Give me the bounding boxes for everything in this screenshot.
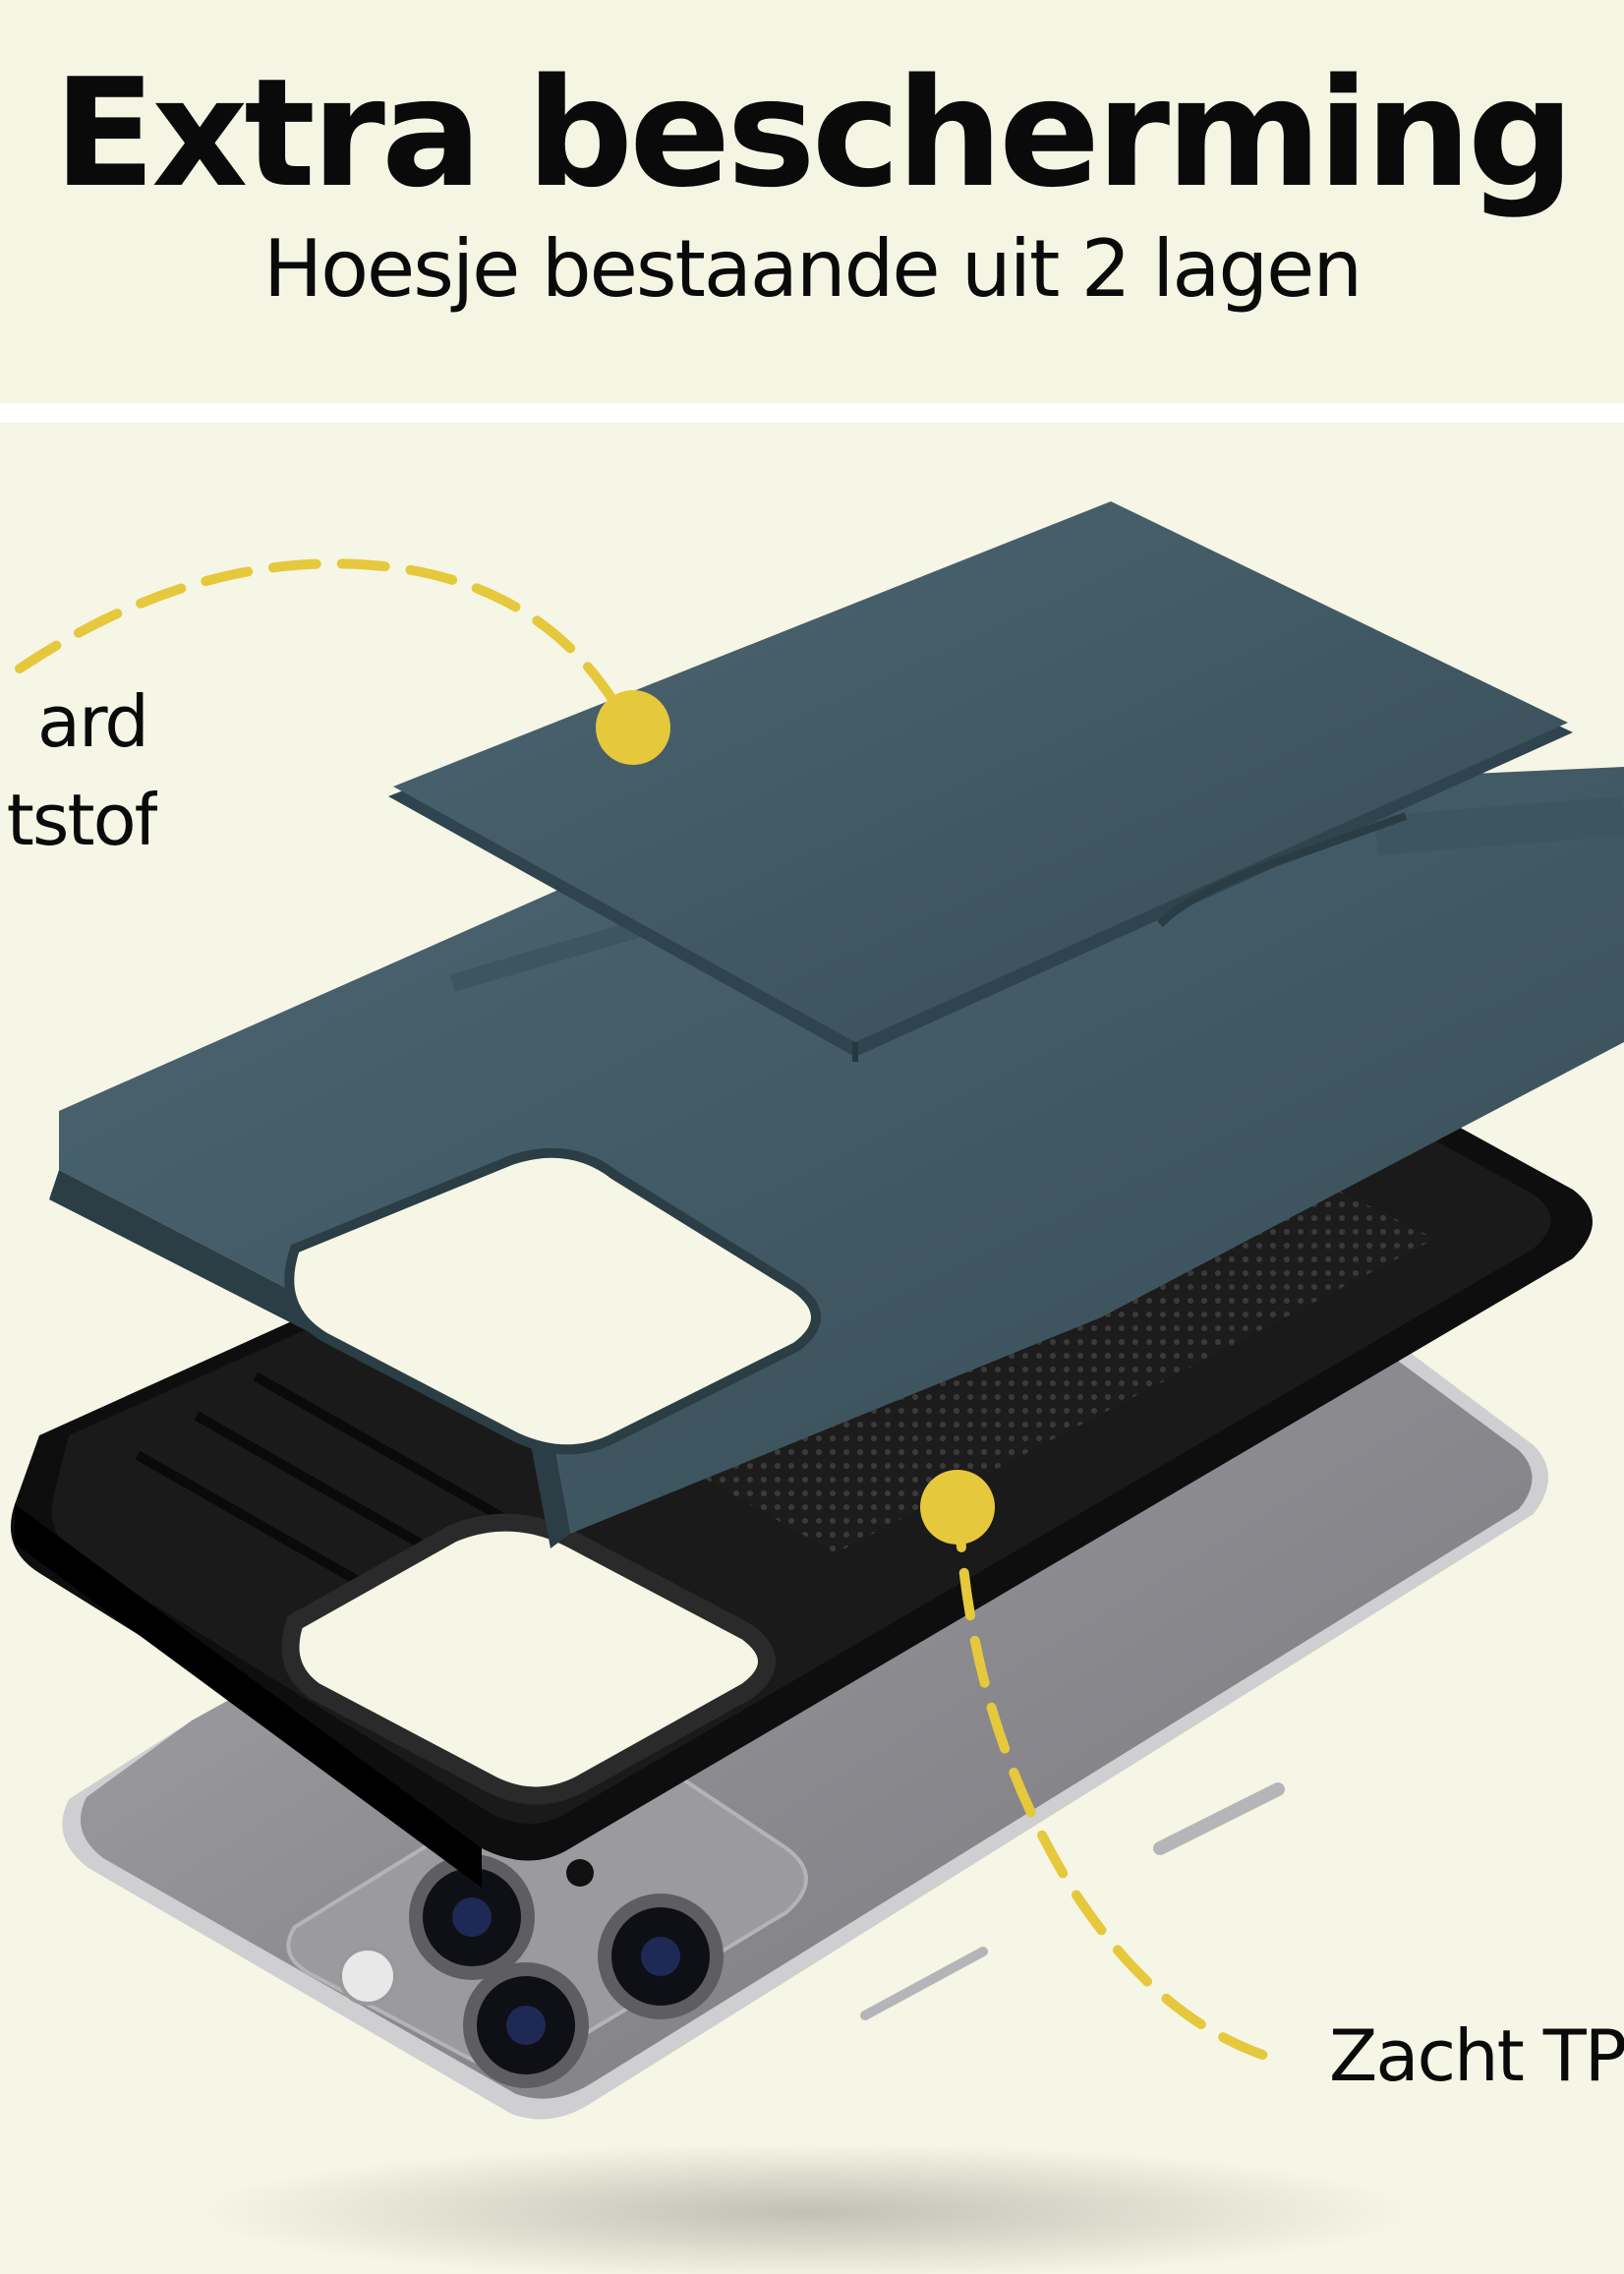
camera-lens-top xyxy=(409,1854,535,1980)
callout-label-hard-line2: tstof xyxy=(6,785,157,855)
camera-lens-bottom xyxy=(463,1962,589,2088)
hard-shell-card-door xyxy=(388,501,1573,1062)
callout-line-hard xyxy=(15,558,634,732)
camera-lens-right xyxy=(598,1894,724,2019)
camera-flash xyxy=(338,1947,397,2006)
header-panel: Extra bescherming Hoesje bestaande uit 2… xyxy=(0,0,1624,403)
header-divider xyxy=(0,403,1624,423)
callout-label-hard-line1: ard xyxy=(36,686,147,757)
callout-line-soft xyxy=(954,1499,1283,2065)
page-subtitle: Hoesje bestaande uit 2 lagen xyxy=(262,223,1363,315)
camera-sensor xyxy=(566,1859,594,1887)
callout-dot-hard xyxy=(596,690,670,765)
ground-shadow xyxy=(197,2143,1416,2274)
callout-dot-soft xyxy=(920,1470,995,1545)
callout-label-soft: Zacht TP xyxy=(1329,2020,1624,2091)
page-title: Extra bescherming xyxy=(53,46,1574,220)
hard-shell-frame xyxy=(49,767,1624,1548)
